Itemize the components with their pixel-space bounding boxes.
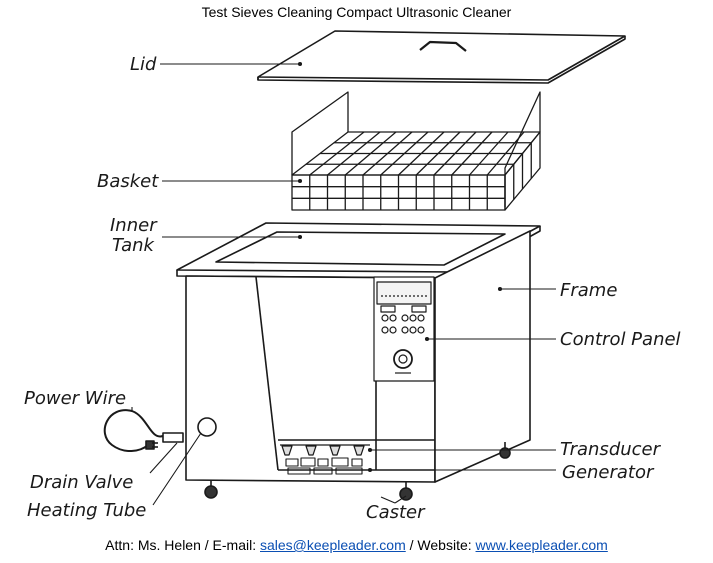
footer-attn-text: Attn: Ms. Helen / E-mail:	[105, 537, 260, 553]
label-inner-tank-line2: Tank	[112, 235, 154, 256]
label-transducer: Transducer	[560, 439, 661, 460]
contact-footer: Attn: Ms. Helen / E-mail: sales@keeplead…	[0, 537, 713, 553]
basket-drawing	[291, 91, 541, 211]
label-caster: Caster	[366, 502, 425, 523]
power-wire-drawing	[103, 409, 164, 452]
label-control-panel: Control Panel	[560, 329, 681, 350]
generator-drawing	[285, 457, 363, 475]
label-frame: Frame	[560, 280, 618, 301]
drain-valve-drawing	[162, 432, 184, 443]
label-power-wire: Power Wire	[24, 388, 127, 409]
label-basket: Basket	[97, 171, 159, 192]
label-lid: Lid	[130, 54, 157, 75]
leader-lines	[131, 61, 556, 506]
frame-drawing	[185, 230, 531, 483]
page-title: Test Sieves Cleaning Compact Ultrasonic …	[201, 4, 512, 20]
label-generator: Generator	[562, 462, 654, 483]
label-drain-valve: Drain Valve	[30, 472, 134, 493]
control-panel-drawing	[373, 276, 435, 382]
label-heating-tube: Heating Tube	[27, 500, 147, 521]
website-link[interactable]: www.keepleader.com	[475, 537, 608, 553]
lid-drawing	[257, 30, 626, 84]
footer-website-prefix: / Website:	[405, 537, 476, 553]
email-link[interactable]: sales@keepleader.com	[260, 537, 406, 553]
label-inner-tank-line1: Inner	[110, 215, 157, 236]
heating-tube-port	[197, 417, 217, 437]
transducer-drawing	[280, 444, 370, 456]
inner-tank-drawing	[176, 222, 541, 279]
